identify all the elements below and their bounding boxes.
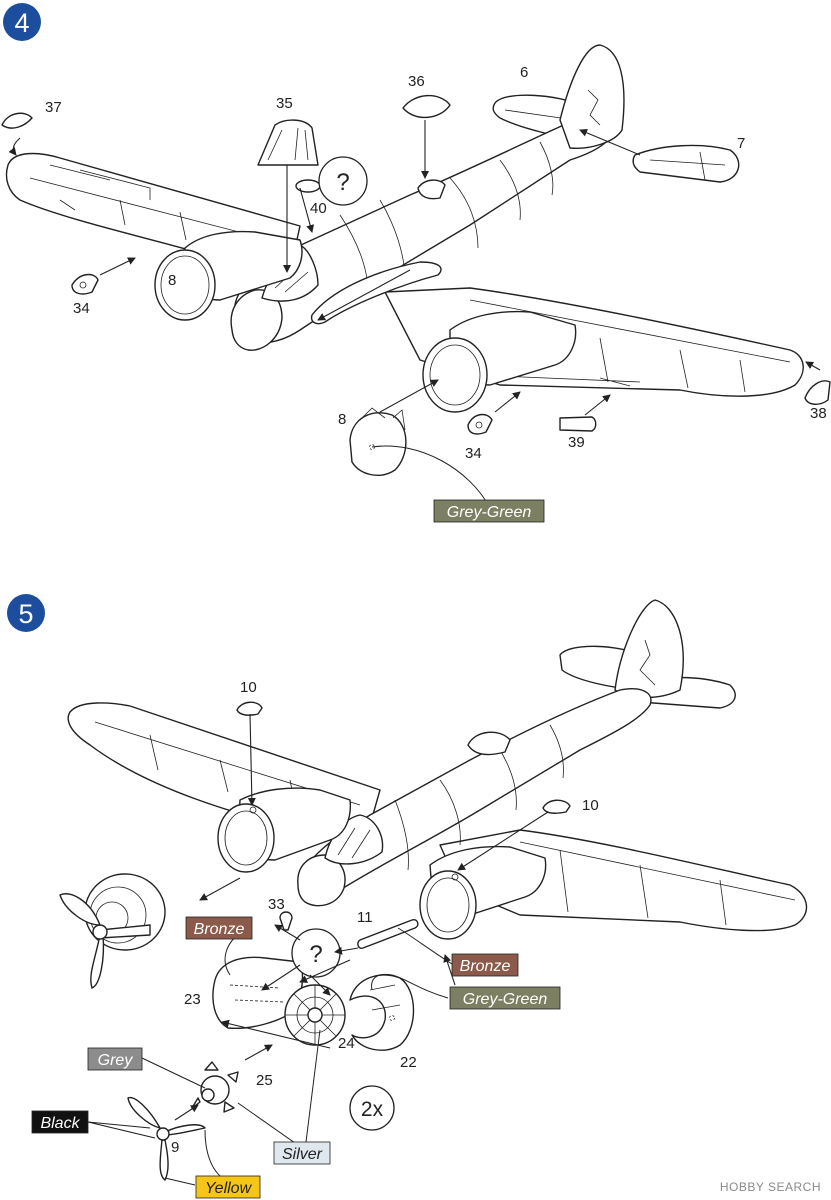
label-33: 33 — [268, 896, 285, 913]
part-10-right — [542, 799, 571, 814]
nose — [230, 289, 283, 351]
label-9: 9 — [171, 1139, 179, 1156]
paint-bronze-2 — [451, 953, 519, 977]
quantity-circle — [349, 1085, 395, 1131]
step-badge — [3, 3, 41, 41]
aircraft-front-view — [67, 599, 808, 940]
part-22-cowling — [349, 974, 415, 1051]
paint-grey-green-step5 — [449, 986, 561, 1010]
paint-yellow-text: Yellow — [205, 1180, 253, 1197]
paint-black-text: Black — [40, 1115, 80, 1132]
left-cowling-ring — [154, 249, 216, 321]
paint-black — [31, 1110, 89, 1134]
fuselage — [299, 688, 652, 897]
label-8-left: 8 — [168, 272, 176, 289]
query-circle — [318, 156, 368, 206]
label-10-right: 10 — [582, 797, 599, 814]
part-34-right — [467, 413, 493, 435]
label-39: 39 — [568, 434, 585, 451]
label-35: 35 — [276, 95, 293, 112]
paint-silver-text: Silver — [282, 1146, 323, 1163]
label-34-right: 34 — [465, 445, 482, 462]
step-5: 5 — [7, 594, 808, 1199]
part-36-turret-cover — [402, 94, 451, 119]
step-number: 5 — [18, 599, 33, 629]
part-37-wingtip-light — [1, 112, 33, 129]
watermark: HOBBY SEARCH — [720, 1180, 821, 1194]
step-number: 4 — [14, 8, 29, 38]
part-10-top — [236, 701, 263, 716]
tailplane-right-part-7 — [632, 144, 740, 183]
paint-grey-green-step4-text: Grey-Green — [447, 504, 532, 521]
part-38-wingtip-light — [804, 380, 831, 405]
label-24: 24 — [338, 1035, 355, 1052]
right-cowling-ring — [422, 337, 488, 413]
label-23: 23 — [184, 991, 201, 1008]
label-7: 7 — [737, 135, 745, 152]
left-cowling-opening — [217, 803, 275, 873]
paint-grey-green-step4 — [433, 499, 545, 523]
label-40: 40 — [310, 200, 327, 217]
quantity-text: 2x — [361, 1098, 384, 1121]
label-11: 11 — [357, 909, 373, 926]
part-25-hub — [191, 1061, 239, 1113]
step-4: 4 — [1, 3, 831, 523]
label-22: 22 — [400, 1054, 417, 1071]
paint-grey-text: Grey — [98, 1052, 134, 1069]
label-6: 6 — [520, 64, 528, 81]
paint-bronze-1 — [185, 916, 253, 940]
query-mark: ? — [309, 941, 322, 968]
label-10-top: 10 — [240, 679, 257, 696]
part-9-propeller — [127, 1096, 206, 1181]
part-40 — [295, 179, 321, 193]
label-37: 37 — [45, 99, 62, 116]
label-25: 25 — [256, 1072, 273, 1089]
ventral-gondola — [310, 261, 442, 325]
part-24-engine — [284, 984, 346, 1046]
vertical-fin — [614, 599, 684, 699]
turret — [467, 731, 511, 756]
paint-silver — [273, 1141, 331, 1165]
label-34-left: 34 — [73, 300, 90, 317]
part-8-cowling — [349, 412, 407, 476]
assembled-engine-with-propeller — [59, 873, 166, 989]
label-8-right: 8 — [338, 411, 346, 428]
watermark-text: HOBBY SEARCH — [719, 1180, 821, 1194]
part-35-canopy — [257, 119, 319, 166]
label-36: 36 — [408, 73, 425, 90]
aircraft-top-view — [5, 44, 804, 413]
query-mark: ? — [336, 169, 349, 196]
part-33 — [279, 911, 293, 931]
right-cowling-opening — [419, 870, 477, 940]
step-badge — [7, 594, 45, 632]
paint-bronze-1-text: Bronze — [194, 921, 245, 938]
paint-yellow — [195, 1175, 261, 1199]
label-38: 38 — [810, 405, 827, 422]
nose — [297, 854, 346, 907]
part-34-left — [71, 273, 99, 295]
paint-bronze-2-text: Bronze — [460, 958, 511, 975]
part-39 — [559, 416, 597, 432]
rear-gunner-opening — [417, 179, 446, 200]
vertical-fin — [559, 44, 625, 149]
paint-grey-green-step5-text: Grey-Green — [463, 991, 548, 1008]
part-11 — [357, 918, 419, 950]
paint-grey — [87, 1047, 143, 1071]
